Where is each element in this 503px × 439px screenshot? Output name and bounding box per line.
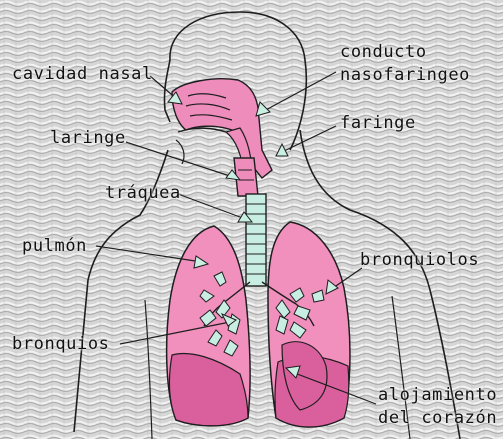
label-pulmon: pulmón: [22, 236, 87, 256]
label-laringe: laringe: [50, 128, 126, 148]
label-bronquiolos: bronquiolos: [360, 250, 479, 270]
label-conducto: conducto: [340, 42, 427, 62]
label-traquea: tráquea: [105, 183, 181, 203]
label-bronquios: bronquios: [12, 334, 110, 354]
label-alojamiento: alojamiento: [378, 385, 497, 405]
label-del-corazon: del corazón: [378, 408, 497, 428]
label-nasofaringeo: nasofaringeo: [340, 65, 470, 85]
label-faringe: faringe: [340, 113, 416, 133]
label-cavidad-nasal: cavidad nasal: [12, 64, 153, 84]
trachea: [246, 194, 266, 286]
